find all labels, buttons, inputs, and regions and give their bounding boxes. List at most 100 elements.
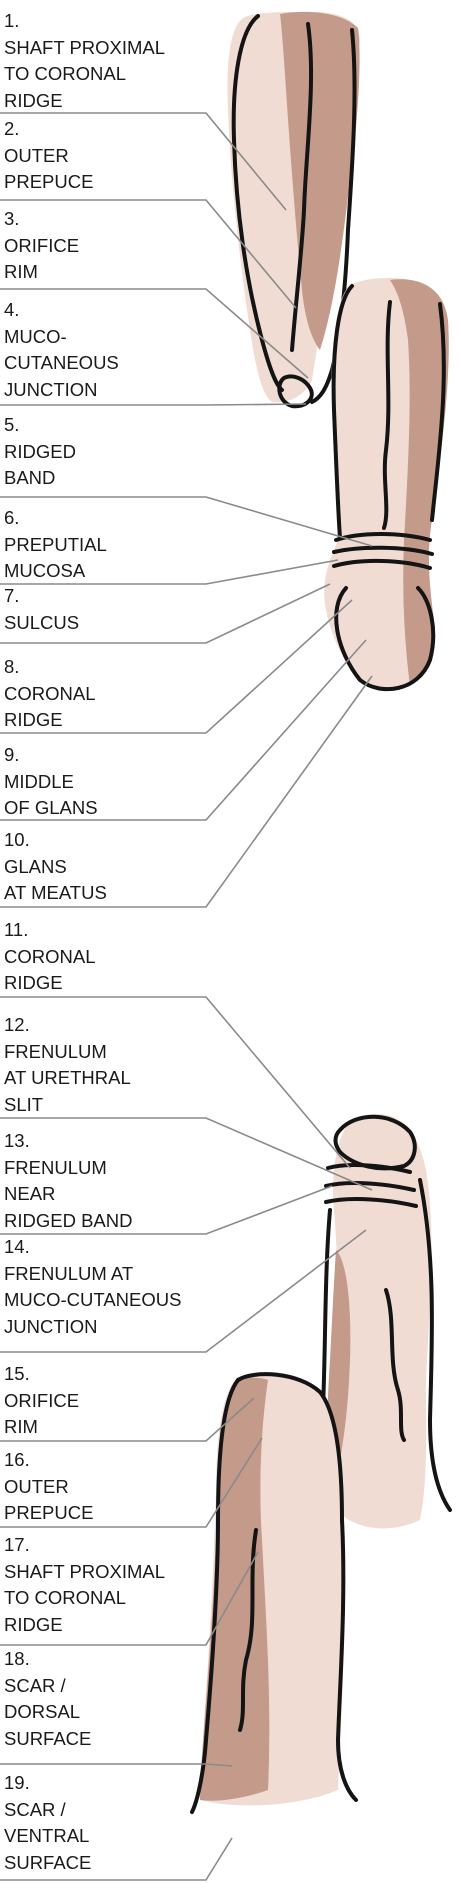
label-text: SHAFT PROXIMAL TO CORONAL RIDGE (4, 36, 166, 111)
illustration-2-ridge-2 (332, 545, 434, 556)
label-text: OUTER PREPUCE (4, 144, 94, 193)
illustration-4-outline-top (236, 1372, 344, 1522)
label-number: 1. (4, 10, 20, 31)
illustration-3-outline-right (418, 1178, 452, 1512)
illustration-2-outline-left (331, 284, 354, 540)
leader-line (0, 1117, 373, 1191)
leader-line (0, 675, 373, 908)
leader-line (0, 1837, 233, 1881)
label-text: GLANS AT MEATUS (4, 855, 107, 904)
label-number: 13. (4, 1130, 30, 1151)
label-number: 8. (4, 656, 20, 677)
label-number: 3. (4, 208, 20, 229)
label-item: 19. SCAR / VENTRAL SURFACE (4, 1770, 214, 1876)
label-text: RIDGED BAND (4, 440, 76, 489)
leader-line (0, 639, 367, 821)
illustration-1-outline-inner (290, 22, 314, 352)
label-item: 3. ORIFICE RIM (4, 206, 214, 286)
label-text: SCAR / VENTRAL SURFACE (4, 1798, 92, 1873)
label-number: 17. (4, 1534, 30, 1555)
label-number: 6. (4, 507, 20, 528)
label-number: 2. (4, 118, 20, 139)
label-item: 18. SCAR / DORSAL SURFACE (4, 1646, 214, 1752)
label-text: CORONAL RIDGE (4, 682, 96, 731)
label-number: 16. (4, 1449, 30, 1470)
illustration-1-outline-left (231, 14, 284, 392)
illustration-2-glans (334, 586, 436, 692)
label-text: ORIFICE RIM (4, 1389, 80, 1438)
label-text: FRENULUM AT MUCO-CUTANEOUS JUNCTION (4, 1262, 182, 1337)
leader-line (0, 288, 309, 379)
label-item: 1. SHAFT PROXIMAL TO CORONAL RIDGE (4, 8, 214, 114)
illustration-3-ridge-1 (326, 1163, 412, 1174)
illustration-3-glans (333, 1114, 417, 1171)
label-text: FRENULUM AT URETHRAL SLIT (4, 1040, 131, 1115)
label-item: 13. FRENULUM NEAR RIDGED BAND (4, 1128, 214, 1234)
label-number: 11. (4, 919, 29, 940)
leader-line (0, 1437, 263, 1528)
label-item: 16. OUTER PREPUCE (4, 1447, 214, 1527)
leader-line (0, 1551, 259, 1646)
illustration-frenulum (315, 1114, 452, 1529)
leader-line (0, 1185, 333, 1235)
illustration-3-scar-line (384, 1288, 406, 1442)
label-item: 12. FRENULUM AT URETHRAL SLIT (4, 1012, 214, 1118)
label-text: PREPUTIAL MUCOSA (4, 533, 107, 582)
label-item: 9. MIDDLE OF GLANS (4, 742, 214, 822)
leader-line (0, 1229, 367, 1353)
label-item: 8. CORONAL RIDGE (4, 654, 214, 734)
label-item: 7. SULCUS (4, 583, 214, 636)
label-number: 18. (4, 1648, 30, 1669)
illustration-retracted (324, 278, 449, 692)
label-number: 15. (4, 1363, 30, 1384)
leader-line (0, 599, 353, 734)
leader-line (0, 403, 307, 406)
illustration-3-light-fill (326, 1114, 432, 1529)
label-item: 4. MUCO- CUTANEOUS JUNCTION (4, 297, 214, 403)
leader-line (0, 112, 287, 211)
illustration-foreskin-shaft (227, 11, 360, 409)
illustration-4-outline-right (336, 1518, 358, 1802)
label-text: FRENULUM NEAR RIDGED BAND (4, 1156, 133, 1231)
label-number: 12. (4, 1014, 30, 1035)
illustration-4-outline-left (190, 1378, 240, 1814)
label-item: 11. CORONAL RIDGE (4, 917, 214, 997)
illustration-3-ridge-3 (324, 1197, 418, 1208)
leader-line (0, 583, 331, 644)
leader-line (0, 996, 351, 1169)
illustration-2-outline-inner (382, 300, 392, 530)
label-number: 5. (4, 414, 20, 435)
label-item: 14. FRENULUM AT MUCO-CUTANEOUS JUNCTION (4, 1234, 214, 1340)
leader-line (0, 1397, 255, 1442)
label-item: 6. PREPUTIAL MUCOSA (4, 505, 214, 585)
label-text: MIDDLE OF GLANS (4, 770, 98, 819)
leader-lines (0, 112, 373, 1881)
illustration-1-orifice (277, 374, 314, 409)
label-number: 19. (4, 1772, 30, 1793)
illustration-2-ridge-3 (332, 558, 432, 570)
illustration-3-ridge-2 (324, 1181, 416, 1192)
leader-line (0, 199, 297, 309)
label-item: 5. RIDGED BAND (4, 412, 214, 492)
illustration-1-outline-right (310, 28, 357, 404)
leader-line (0, 559, 339, 585)
illustration-4-dark-fill (200, 1377, 270, 1801)
label-item: 10.GLANS AT MEATUS (4, 827, 214, 907)
label-text: OUTER PREPUCE (4, 1475, 94, 1524)
label-text: MUCO- CUTANEOUS JUNCTION (4, 325, 119, 400)
label-number: 9. (4, 744, 20, 765)
label-number: 7. (4, 585, 20, 606)
label-number: 14. (4, 1236, 30, 1257)
label-text: SULCUS (4, 611, 80, 633)
label-text: ORIFICE RIM (4, 234, 80, 283)
label-text: SCAR / DORSAL SURFACE (4, 1674, 92, 1749)
label-item: 17.SHAFT PROXIMAL TO CORONAL RIDGE (4, 1532, 214, 1638)
leader-line (0, 496, 373, 547)
illustration-2-outline-right (430, 302, 446, 522)
label-number: 4. (4, 299, 20, 320)
label-item: 2. OUTER PREPUCE (4, 116, 214, 196)
label-text: CORONAL RIDGE (4, 945, 96, 994)
label-item: 15. ORIFICE RIM (4, 1361, 214, 1441)
illustration-scar (190, 1372, 358, 1814)
